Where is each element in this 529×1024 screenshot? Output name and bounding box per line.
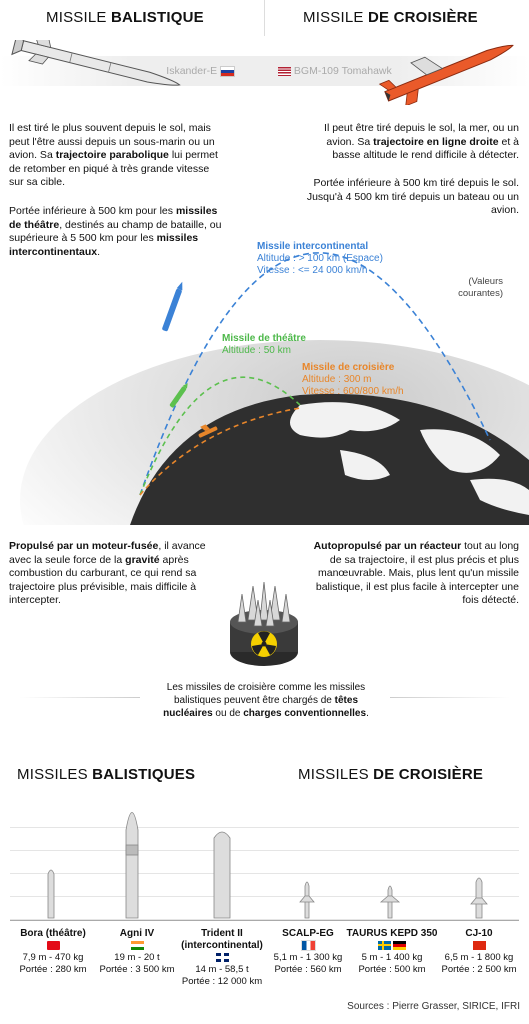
theatre-label: Missile de théâtre Altitude : 50 km — [222, 333, 306, 356]
cruise-range-text: Portée inférieure à 500 km tiré depuis l… — [306, 177, 519, 216]
agni-silhouette — [125, 812, 139, 919]
missile-caption-cj10: CJ-10 6,5 m - 1 800 kg Portée : 2 500 km — [441, 928, 517, 975]
missile-caption-agni: Agni IV 19 m - 20 t Portée : 3 500 km — [99, 928, 175, 975]
header-cruise: MISSILE DE CROISIÈRE — [303, 9, 478, 26]
cruise-propulsion-text: Autopropulsé par un réacteur tout au lon… — [313, 540, 519, 606]
trajectory-diagram — [20, 252, 529, 525]
sources: Sources : Pierre Grasser, SIRICE, IFRI — [347, 1001, 520, 1012]
earth-globe — [130, 393, 529, 525]
bora-silhouette — [47, 869, 55, 919]
icbm-trajectory — [139, 252, 491, 496]
taurus-silhouette — [379, 885, 401, 919]
missile-scale-silhouettes — [47, 812, 488, 919]
cj10-silhouette — [470, 877, 488, 919]
theatre-missile-icon — [169, 383, 188, 408]
theatre-trajectory — [139, 376, 301, 496]
bottom-header-cruise: MISSILES DE CROISIÈRE — [298, 766, 484, 783]
cruise-description: Il peut être tiré depuis le sol, la mer,… — [324, 122, 519, 161]
china-flag-icon — [472, 940, 486, 950]
scalp-silhouette — [299, 881, 315, 919]
missile-caption-trident: Trident II (intercontinental) 14 m - 58,… — [181, 928, 263, 987]
missile-caption-scalp: SCALP-EG 5,1 m - 1 300 kg Portée : 560 k… — [273, 928, 343, 976]
tag-iskander: Iskander-E — [150, 65, 235, 77]
tag-tomahawk: BGM-109 Tomahawk — [278, 65, 392, 77]
cruise-trajectory — [139, 407, 301, 496]
nuclear-divider-left — [20, 697, 140, 698]
icbm-missile-icon — [162, 281, 183, 332]
nuclear-warheads-icon — [230, 582, 298, 666]
germany-flag-icon — [393, 940, 407, 950]
france-flag-icon — [300, 940, 316, 951]
uk-flag-icon — [215, 952, 229, 962]
cruise-missile-icon — [198, 424, 218, 438]
bottom-header-ballistic: MISSILES BALISTIQUES — [17, 766, 196, 783]
tomahawk-missile-illustration — [378, 44, 514, 105]
nuclear-text: Les missiles de croisière comme les miss… — [163, 682, 369, 719]
header-ballistic: MISSILE BALISTIQUE — [46, 9, 204, 26]
scale-grid — [10, 805, 519, 921]
earth-landmass-2 — [340, 450, 529, 515]
missile-caption-bora: Bora (théâtre) 7,9 m - 470 kg Portée : 2… — [19, 928, 87, 975]
india-flag-icon — [130, 940, 144, 950]
iskander-missile-illustration — [11, 40, 181, 86]
icbm-label: Missile intercontinental Altitude : > 10… — [257, 241, 383, 276]
header-divider — [264, 0, 265, 36]
missile-caption-taurus: TAURUS KEPD 350 5 m - 1 400 kg Portée : … — [346, 928, 438, 975]
ballistic-propulsion-text: Propulsé par un moteur-fusée, il avance … — [9, 540, 206, 606]
trident-silhouette — [213, 831, 231, 919]
ballistic-range-text: Portée inférieure à 500 km pour les miss… — [9, 205, 222, 258]
nuclear-divider-right — [390, 697, 510, 698]
turkey-flag-icon — [46, 940, 60, 950]
cruise-label: Missile de croisière Altitude : 300 m Vi… — [302, 362, 404, 397]
values-note: (Valeurs courantes) — [458, 276, 503, 299]
usa-flag-icon — [278, 66, 291, 76]
ballistic-description: Il est tiré le plus souvent depuis le so… — [9, 122, 218, 188]
earth-landmass — [290, 402, 500, 473]
russia-flag-icon — [220, 65, 235, 77]
sweden-flag-icon — [377, 940, 391, 950]
